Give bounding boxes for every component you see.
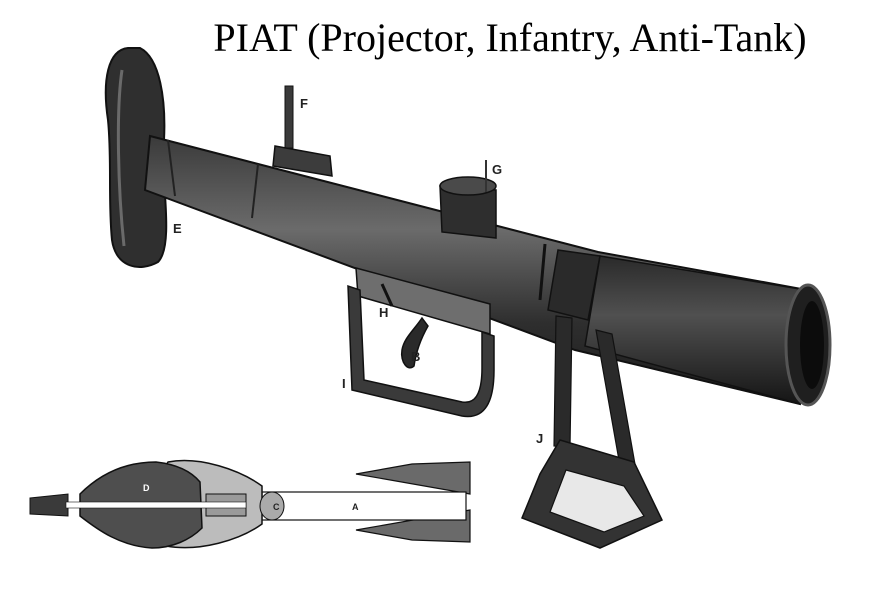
label-d: D: [143, 483, 150, 493]
label-f: F: [300, 96, 308, 111]
label-g: G: [492, 162, 502, 177]
bomb-cross-section: [29, 459, 471, 549]
label-e: E: [173, 221, 182, 236]
shoulder-butt-pad: [104, 47, 168, 268]
front-sight: [439, 160, 497, 239]
muzzle-opening: [800, 301, 824, 389]
trigger-guard: [347, 284, 495, 418]
label-a: A: [352, 502, 359, 512]
label-c: C: [273, 502, 280, 512]
trigger: [400, 316, 429, 369]
projector-tube: [143, 134, 820, 406]
monopod: [521, 315, 664, 549]
label-i: I: [342, 376, 346, 391]
label-j: J: [536, 431, 543, 446]
rear-sight: [272, 85, 333, 177]
label-h: H: [379, 305, 388, 320]
label-b: B: [411, 349, 420, 364]
page-title: PIAT (Projector, Infantry, Anti-Tank): [213, 15, 807, 60]
